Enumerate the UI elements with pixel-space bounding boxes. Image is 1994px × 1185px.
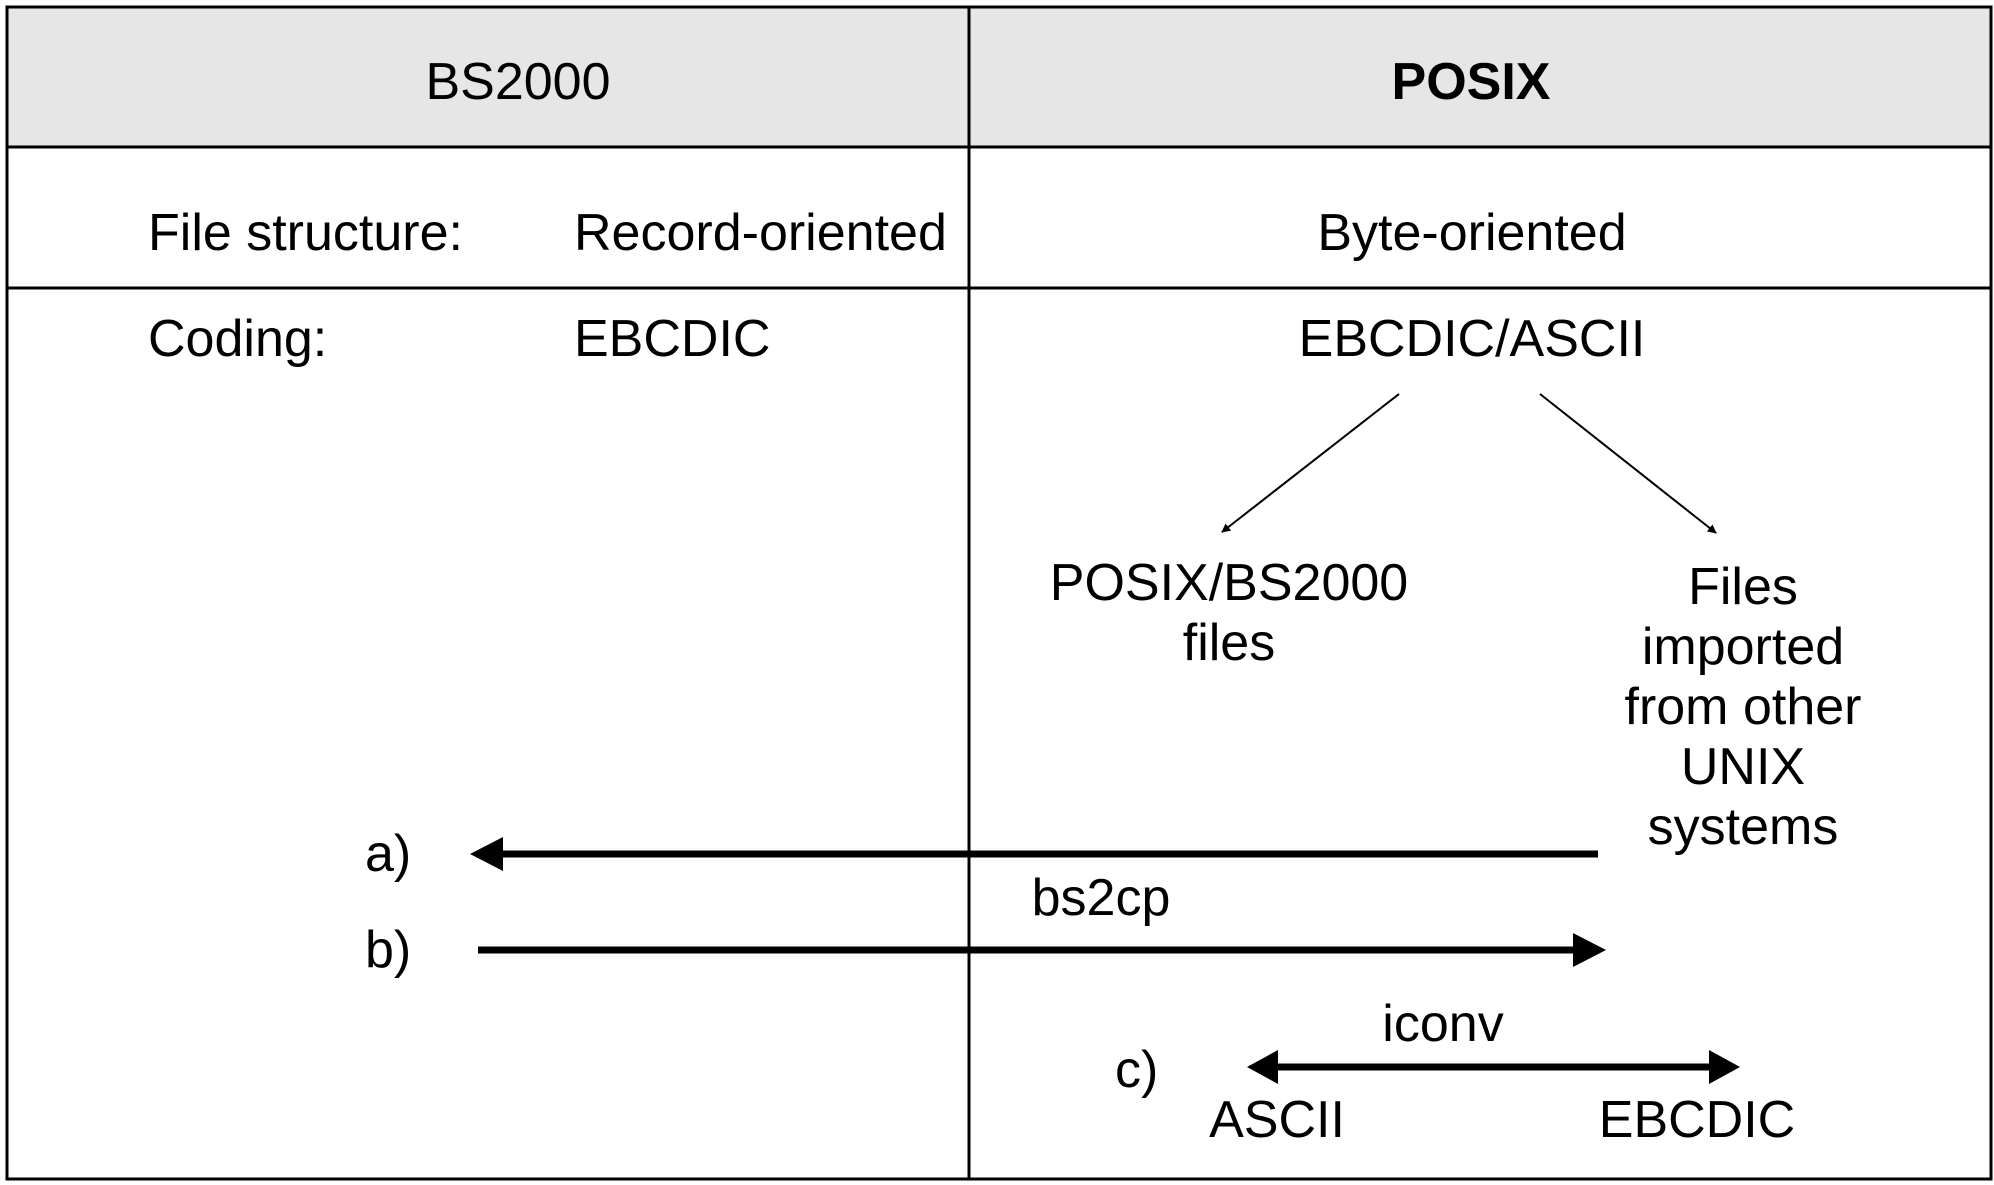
table-frame xyxy=(5,5,1993,1181)
posix-file-structure-value: Byte-oriented xyxy=(1317,204,1627,262)
branch-arrow-right xyxy=(1539,393,1717,534)
posix-bs2000-files-label: POSIX/BS2000 files xyxy=(1049,554,1409,672)
bs2000-coding-value: EBCDIC xyxy=(574,310,771,368)
header-background xyxy=(7,7,1991,147)
arrow-b-label: b) xyxy=(365,921,412,979)
branch-arrow-left xyxy=(1221,393,1400,533)
bs2000-file-structure-value: Record-oriented xyxy=(574,204,947,262)
arrow-b-head xyxy=(1573,933,1606,967)
posix-column-title: POSIX xyxy=(1391,53,1551,111)
arrow-a-head xyxy=(470,837,503,871)
file-structure-label: File structure: xyxy=(148,204,463,262)
imported-unix-files-label: Files imported from other UNIX systems xyxy=(1624,558,1862,856)
posix-coding-value: EBCDIC/ASCII xyxy=(1298,310,1646,368)
iconv-label: iconv xyxy=(1382,995,1504,1053)
coding-label: Coding: xyxy=(148,310,328,368)
bs2000-column-title: BS2000 xyxy=(425,53,611,111)
arrow-c-head-right xyxy=(1709,1050,1740,1084)
arrow-a-label: a) xyxy=(365,825,412,883)
ascii-label: ASCII xyxy=(1209,1091,1345,1149)
arrow-c-head-left xyxy=(1247,1050,1278,1084)
bs2cp-label: bs2cp xyxy=(1031,869,1171,927)
arrow-c-label: c) xyxy=(1115,1041,1159,1099)
ebcdic-label: EBCDIC xyxy=(1598,1091,1796,1149)
